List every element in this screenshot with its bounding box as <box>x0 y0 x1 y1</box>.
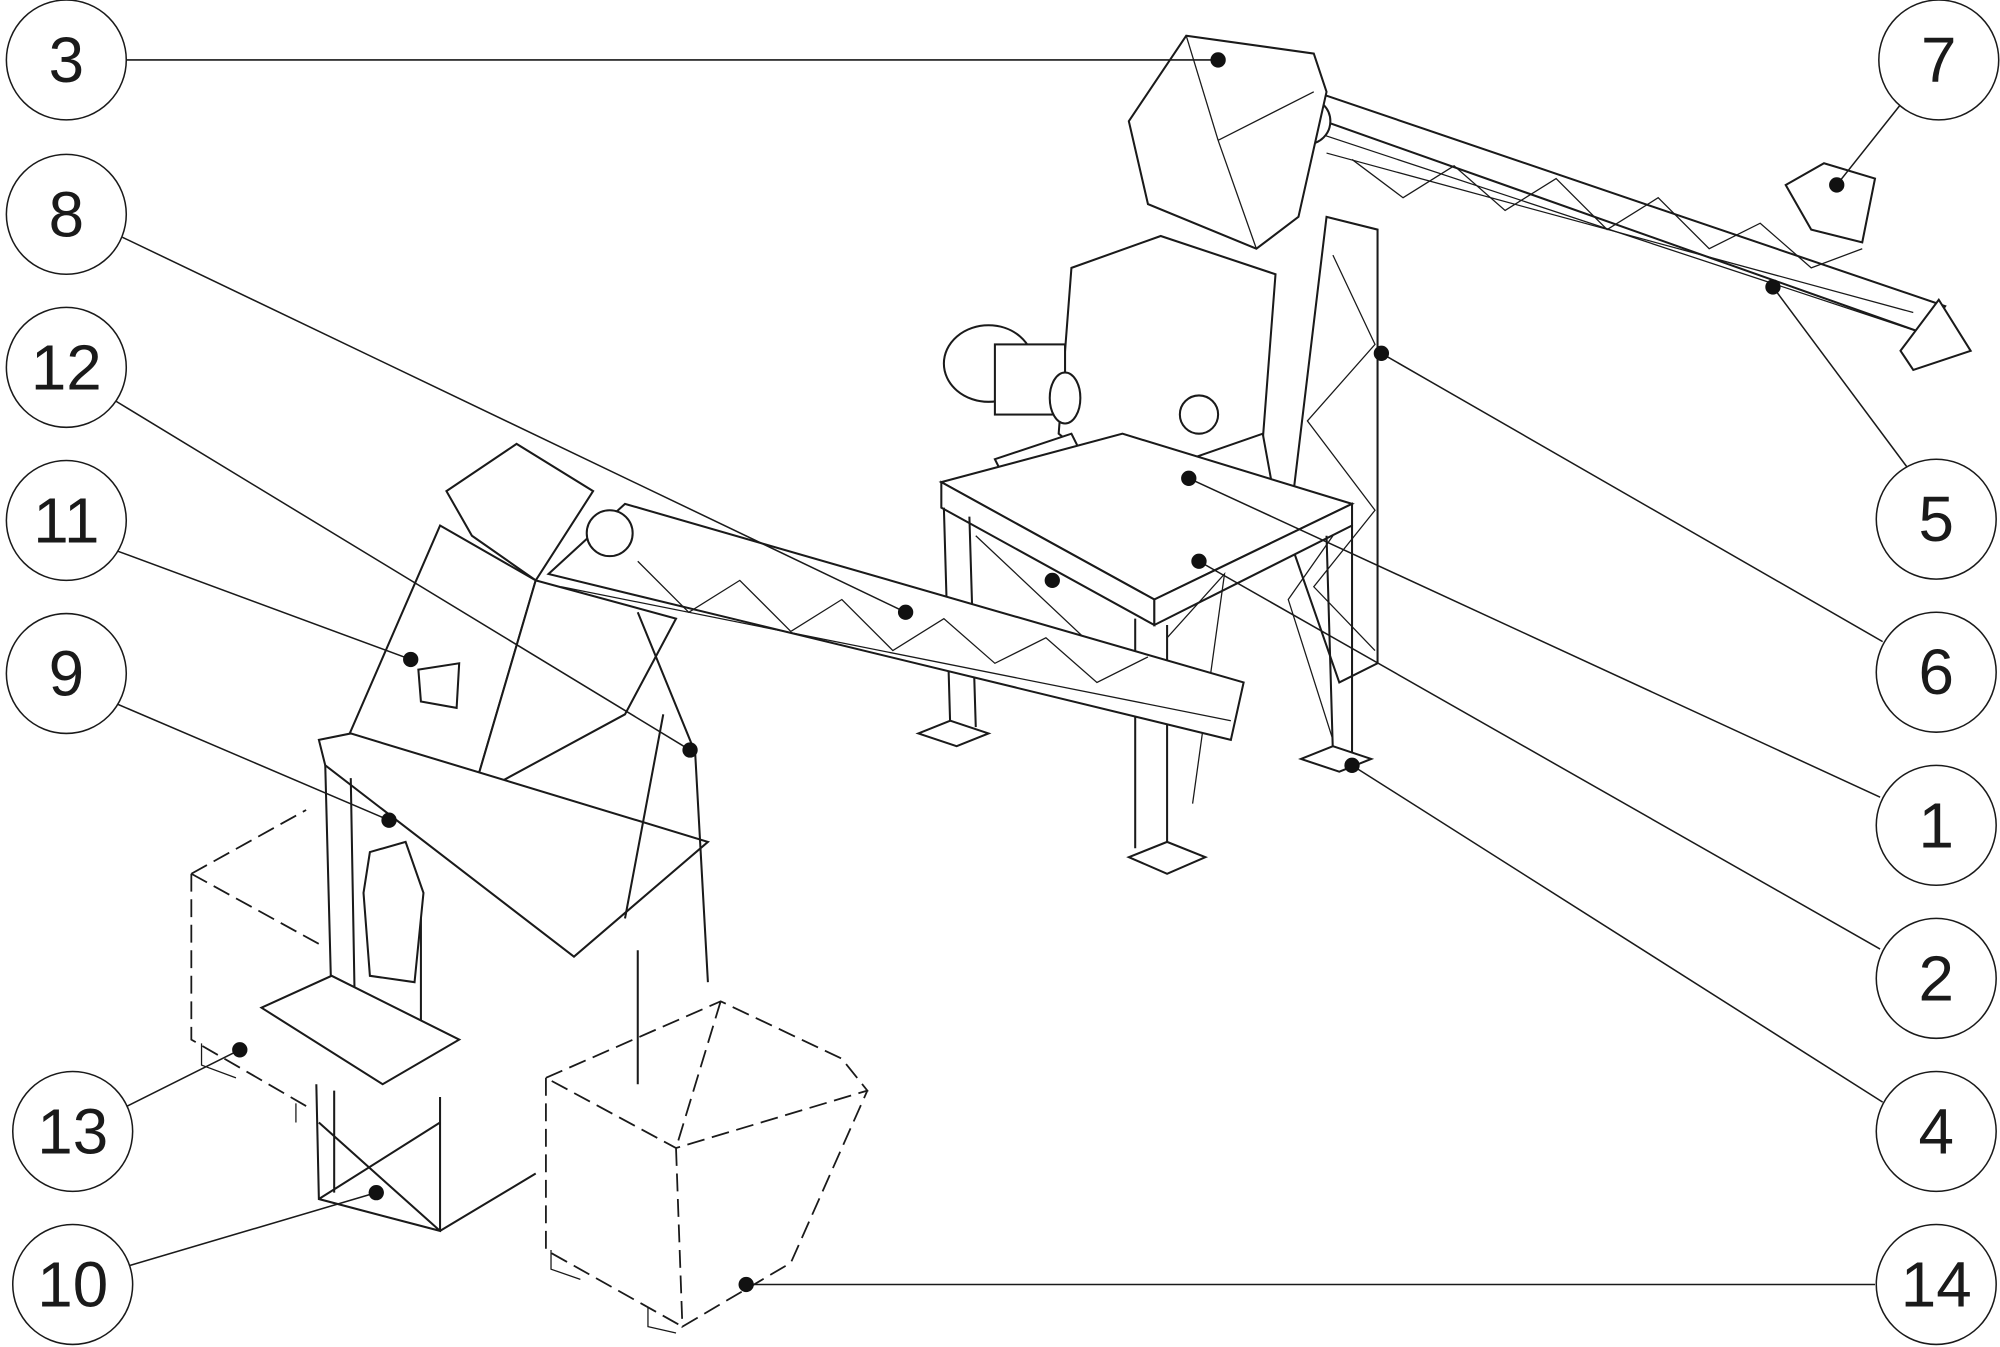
lower-conveyor <box>546 502 1245 742</box>
svg-text:13: 13 <box>37 1095 108 1167</box>
callout-9: 9 <box>5 612 128 735</box>
callout-5: 5 <box>1875 458 1997 580</box>
feed-hopper <box>345 442 678 800</box>
callout-4: 4 <box>1875 1070 1997 1193</box>
svg-text:2: 2 <box>1918 942 1953 1014</box>
callout-14: 14 <box>1875 1223 1997 1346</box>
callout-12: 12 <box>5 306 128 429</box>
svg-text:4: 4 <box>1918 1095 1953 1167</box>
callout-11: 11 <box>5 459 128 582</box>
svg-text:9: 9 <box>49 637 84 709</box>
svg-text:7: 7 <box>1921 24 1956 96</box>
callout-1: 1 <box>1875 764 1997 887</box>
svg-text:5: 5 <box>1918 483 1953 555</box>
collection-bin-left <box>190 809 320 1123</box>
svg-text:6: 6 <box>1918 636 1953 708</box>
upper-conveyor <box>1283 94 1973 372</box>
collection-bin-right <box>545 1000 869 1334</box>
svg-text:8: 8 <box>49 178 84 250</box>
callout-leaders <box>114 52 1908 1293</box>
svg-text:11: 11 <box>33 484 99 556</box>
crusher-hopper <box>1127 34 1328 250</box>
callout-6: 6 <box>1875 611 1997 733</box>
crusher-support-tower <box>1287 215 1379 684</box>
svg-text:14: 14 <box>1901 1248 1972 1320</box>
callout-2: 2 <box>1875 917 1997 1040</box>
machine-drawing <box>190 34 1973 1334</box>
svg-text:3: 3 <box>49 24 84 96</box>
callout-13: 13 <box>11 1070 134 1193</box>
callout-7: 7 <box>1878 0 2000 121</box>
callout-3: 3 <box>5 0 128 121</box>
vibrating-screen-frame <box>259 611 710 1233</box>
callout-8: 8 <box>5 153 128 276</box>
svg-text:12: 12 <box>31 331 102 403</box>
callout-10: 10 <box>11 1223 134 1346</box>
svg-text:1: 1 <box>1918 789 1953 861</box>
svg-text:10: 10 <box>37 1248 108 1320</box>
